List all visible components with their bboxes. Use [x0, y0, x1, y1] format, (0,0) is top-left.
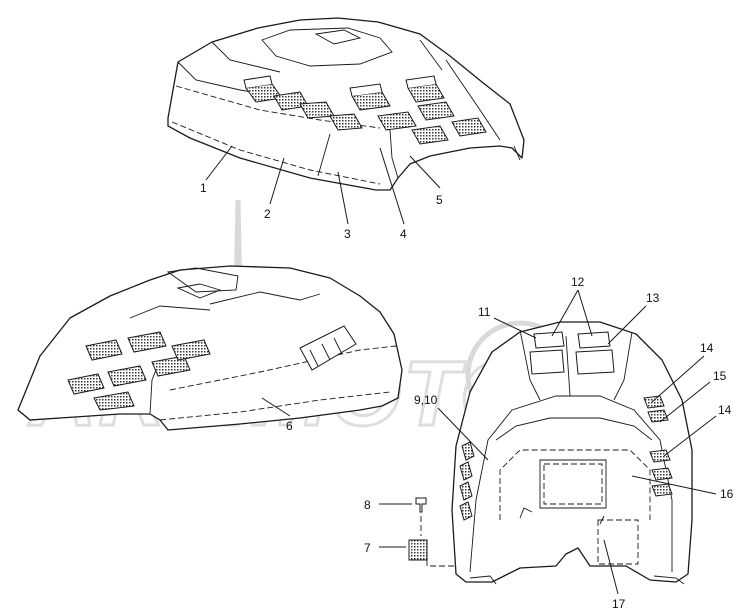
callout-17: 17 [612, 597, 626, 611]
callout-13: 13 [646, 291, 660, 305]
callout-1: 1 [200, 181, 207, 195]
loose-parts [408, 497, 456, 567]
callout-14-lower: 14 [718, 403, 732, 417]
callout-5: 5 [436, 193, 443, 207]
callout-2: 2 [264, 207, 271, 221]
callout-4: 4 [400, 227, 407, 241]
callout-12: 12 [571, 275, 585, 289]
callout-9-10: 9,10 [414, 393, 438, 407]
callout-7: 7 [364, 541, 371, 555]
hood-assembly-top [167, 17, 525, 191]
callout-6: 6 [286, 419, 293, 433]
callout-14-upper: 14 [700, 341, 714, 355]
callout-16: 16 [720, 487, 734, 501]
hood-underside [451, 321, 693, 585]
callout-8: 8 [364, 498, 371, 512]
hood-assembly-side [17, 265, 403, 431]
callout-15: 15 [713, 369, 727, 383]
callout-labels: 1 2 3 4 5 6 7 8 9,10 11 12 13 14 15 14 1… [200, 181, 734, 611]
rivet-part-8 [415, 497, 427, 513]
leader-lines [205, 145, 717, 595]
callout-11: 11 [478, 305, 491, 319]
callout-3: 3 [344, 227, 351, 241]
screen-part-7 [408, 539, 428, 561]
